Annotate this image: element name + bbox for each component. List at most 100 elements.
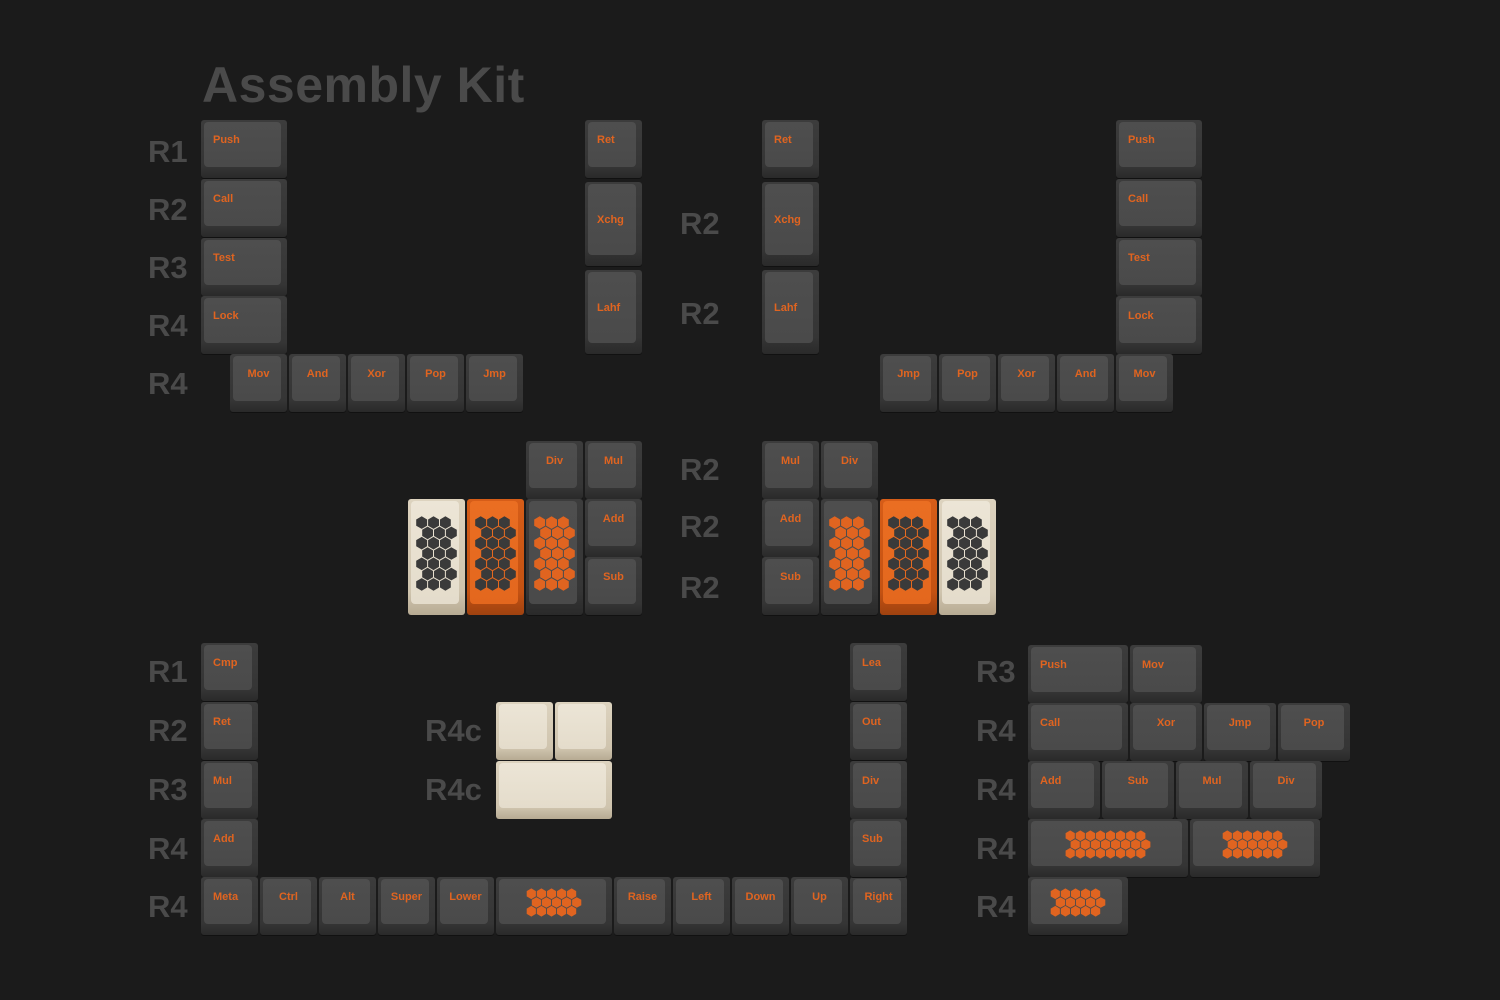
hexagon-keycap — [880, 499, 937, 615]
keycap-mul: Mul — [1176, 761, 1248, 819]
row-label: R2 — [680, 452, 720, 487]
keycap-legend: Call — [1040, 717, 1061, 729]
keycap-legend: Mov — [247, 368, 270, 380]
row-label: R1 — [148, 134, 188, 169]
keycap-add: Add — [201, 819, 258, 877]
keycap-legend: Sub — [603, 571, 624, 583]
keycap-push: Push — [1116, 120, 1202, 178]
keycap-xchg: Xchg — [585, 182, 642, 266]
keycap-xor: Xor — [348, 354, 405, 412]
keycap-lock: Lock — [1116, 296, 1202, 354]
keycap-test: Test — [1116, 238, 1202, 296]
keycap-legend: Xchg — [774, 214, 801, 226]
row-label: R2 — [148, 713, 188, 748]
keycap-ret: Ret — [201, 702, 258, 760]
keycap-legend: Sub — [780, 571, 801, 583]
row-label: R4 — [976, 831, 1016, 866]
keycap-legend: Down — [745, 891, 776, 903]
keycap-out: Out — [850, 702, 907, 760]
keycap-legend: Mul — [213, 775, 232, 787]
keycap-pop: Pop — [407, 354, 464, 412]
keycap-legend: Push — [1128, 134, 1155, 146]
keycap-add: Add — [762, 499, 819, 557]
keycap-raise: Raise — [614, 877, 671, 935]
keycap-legend: Jmp — [897, 368, 920, 380]
row-label: R4 — [148, 308, 188, 343]
keycap-legend: Add — [1040, 775, 1062, 787]
keycap-ret: Ret — [762, 120, 819, 178]
keycap-legend: Alt — [340, 891, 355, 903]
keycap-legend: Call — [1128, 193, 1149, 205]
keycap-legend: Mul — [604, 455, 623, 467]
keycap-legend: Add — [602, 513, 625, 525]
hexagon-keycap — [821, 499, 878, 615]
keycap-call: Call — [201, 179, 287, 237]
keycap-and: And — [289, 354, 346, 412]
keycap-sub: Sub — [850, 819, 907, 877]
keycap-up: Up — [791, 877, 848, 935]
keycap-mul: Mul — [201, 761, 258, 819]
hexagon-keycap — [1190, 819, 1320, 877]
keycap-legend: Push — [213, 134, 240, 146]
hexagon-keycap — [1028, 877, 1128, 935]
keycap-legend: Call — [213, 193, 234, 205]
keycap-ret: Ret — [585, 120, 642, 178]
keycap-lock: Lock — [201, 296, 287, 354]
keycap-legend: Xor — [367, 368, 386, 380]
keycap-legend: Test — [1128, 252, 1150, 264]
keycap-legend: Lower — [449, 891, 482, 903]
keycap-legend: And — [306, 368, 329, 380]
keycap-legend: Pop — [425, 368, 446, 380]
hexagon-keycap — [526, 499, 583, 615]
keycap-legend: Jmp — [1228, 717, 1252, 729]
row-label: R4 — [148, 366, 188, 401]
keycap-and: And — [1057, 354, 1114, 412]
keycap-xor: Xor — [1130, 703, 1202, 761]
keycap-alt: Alt — [319, 877, 376, 935]
keycap-ctrl: Ctrl — [260, 877, 317, 935]
keycap-legend: Up — [812, 891, 827, 903]
row-label: R4 — [976, 889, 1016, 924]
keycap-left: Left — [673, 877, 730, 935]
keycap-legend: Lock — [1128, 310, 1154, 322]
keycap-legend: Super — [390, 891, 423, 903]
keycap-legend: Test — [213, 252, 235, 264]
keycap-legend: Push — [1040, 659, 1067, 671]
keycap-xchg: Xchg — [762, 182, 819, 266]
keycap-legend: Div — [1277, 775, 1295, 787]
honeycomb-hexagon-icon — [829, 516, 870, 591]
keycap-call: Call — [1116, 179, 1202, 237]
keycap-legend: Lahf — [774, 302, 798, 314]
honeycomb-hexagon-icon — [475, 516, 516, 591]
hexagon-keycap — [408, 499, 465, 615]
honeycomb-hexagon-icon — [888, 516, 929, 591]
honeycomb-hexagon-icon — [1050, 888, 1106, 917]
row-label: R4 — [148, 831, 188, 866]
keycap-legend: Lea — [862, 657, 881, 669]
blank-cream-keycap — [555, 702, 612, 760]
keycap-legend: Lahf — [597, 302, 621, 314]
keycap-legend: Mov — [1133, 368, 1156, 380]
keycap-legend: Pop — [957, 368, 978, 380]
honeycomb-hexagon-icon — [1065, 830, 1151, 859]
keycap-mov: Mov — [230, 354, 287, 412]
keycap-legend: Xor — [1156, 717, 1176, 729]
keycap-legend: Right — [864, 891, 893, 903]
hexagon-keycap — [496, 877, 612, 935]
keycap-legend: Ctrl — [279, 891, 298, 903]
honeycomb-hexagon-icon — [1222, 830, 1288, 859]
keycap-legend: Sub — [862, 833, 883, 845]
keycap-meta: Meta — [201, 877, 258, 935]
keycap-super: Super — [378, 877, 435, 935]
keycap-div: Div — [821, 441, 878, 499]
hexagon-keycap — [467, 499, 524, 615]
honeycomb-hexagon-icon — [416, 516, 457, 591]
keycap-legend: And — [1074, 368, 1097, 380]
keycap-mov: Mov — [1116, 354, 1173, 412]
keycap-sub: Sub — [585, 557, 642, 615]
keycap-legend: Sub — [1127, 775, 1149, 787]
keycap-jmp: Jmp — [880, 354, 937, 412]
row-label: R4 — [976, 713, 1016, 748]
row-label: R3 — [148, 250, 188, 285]
